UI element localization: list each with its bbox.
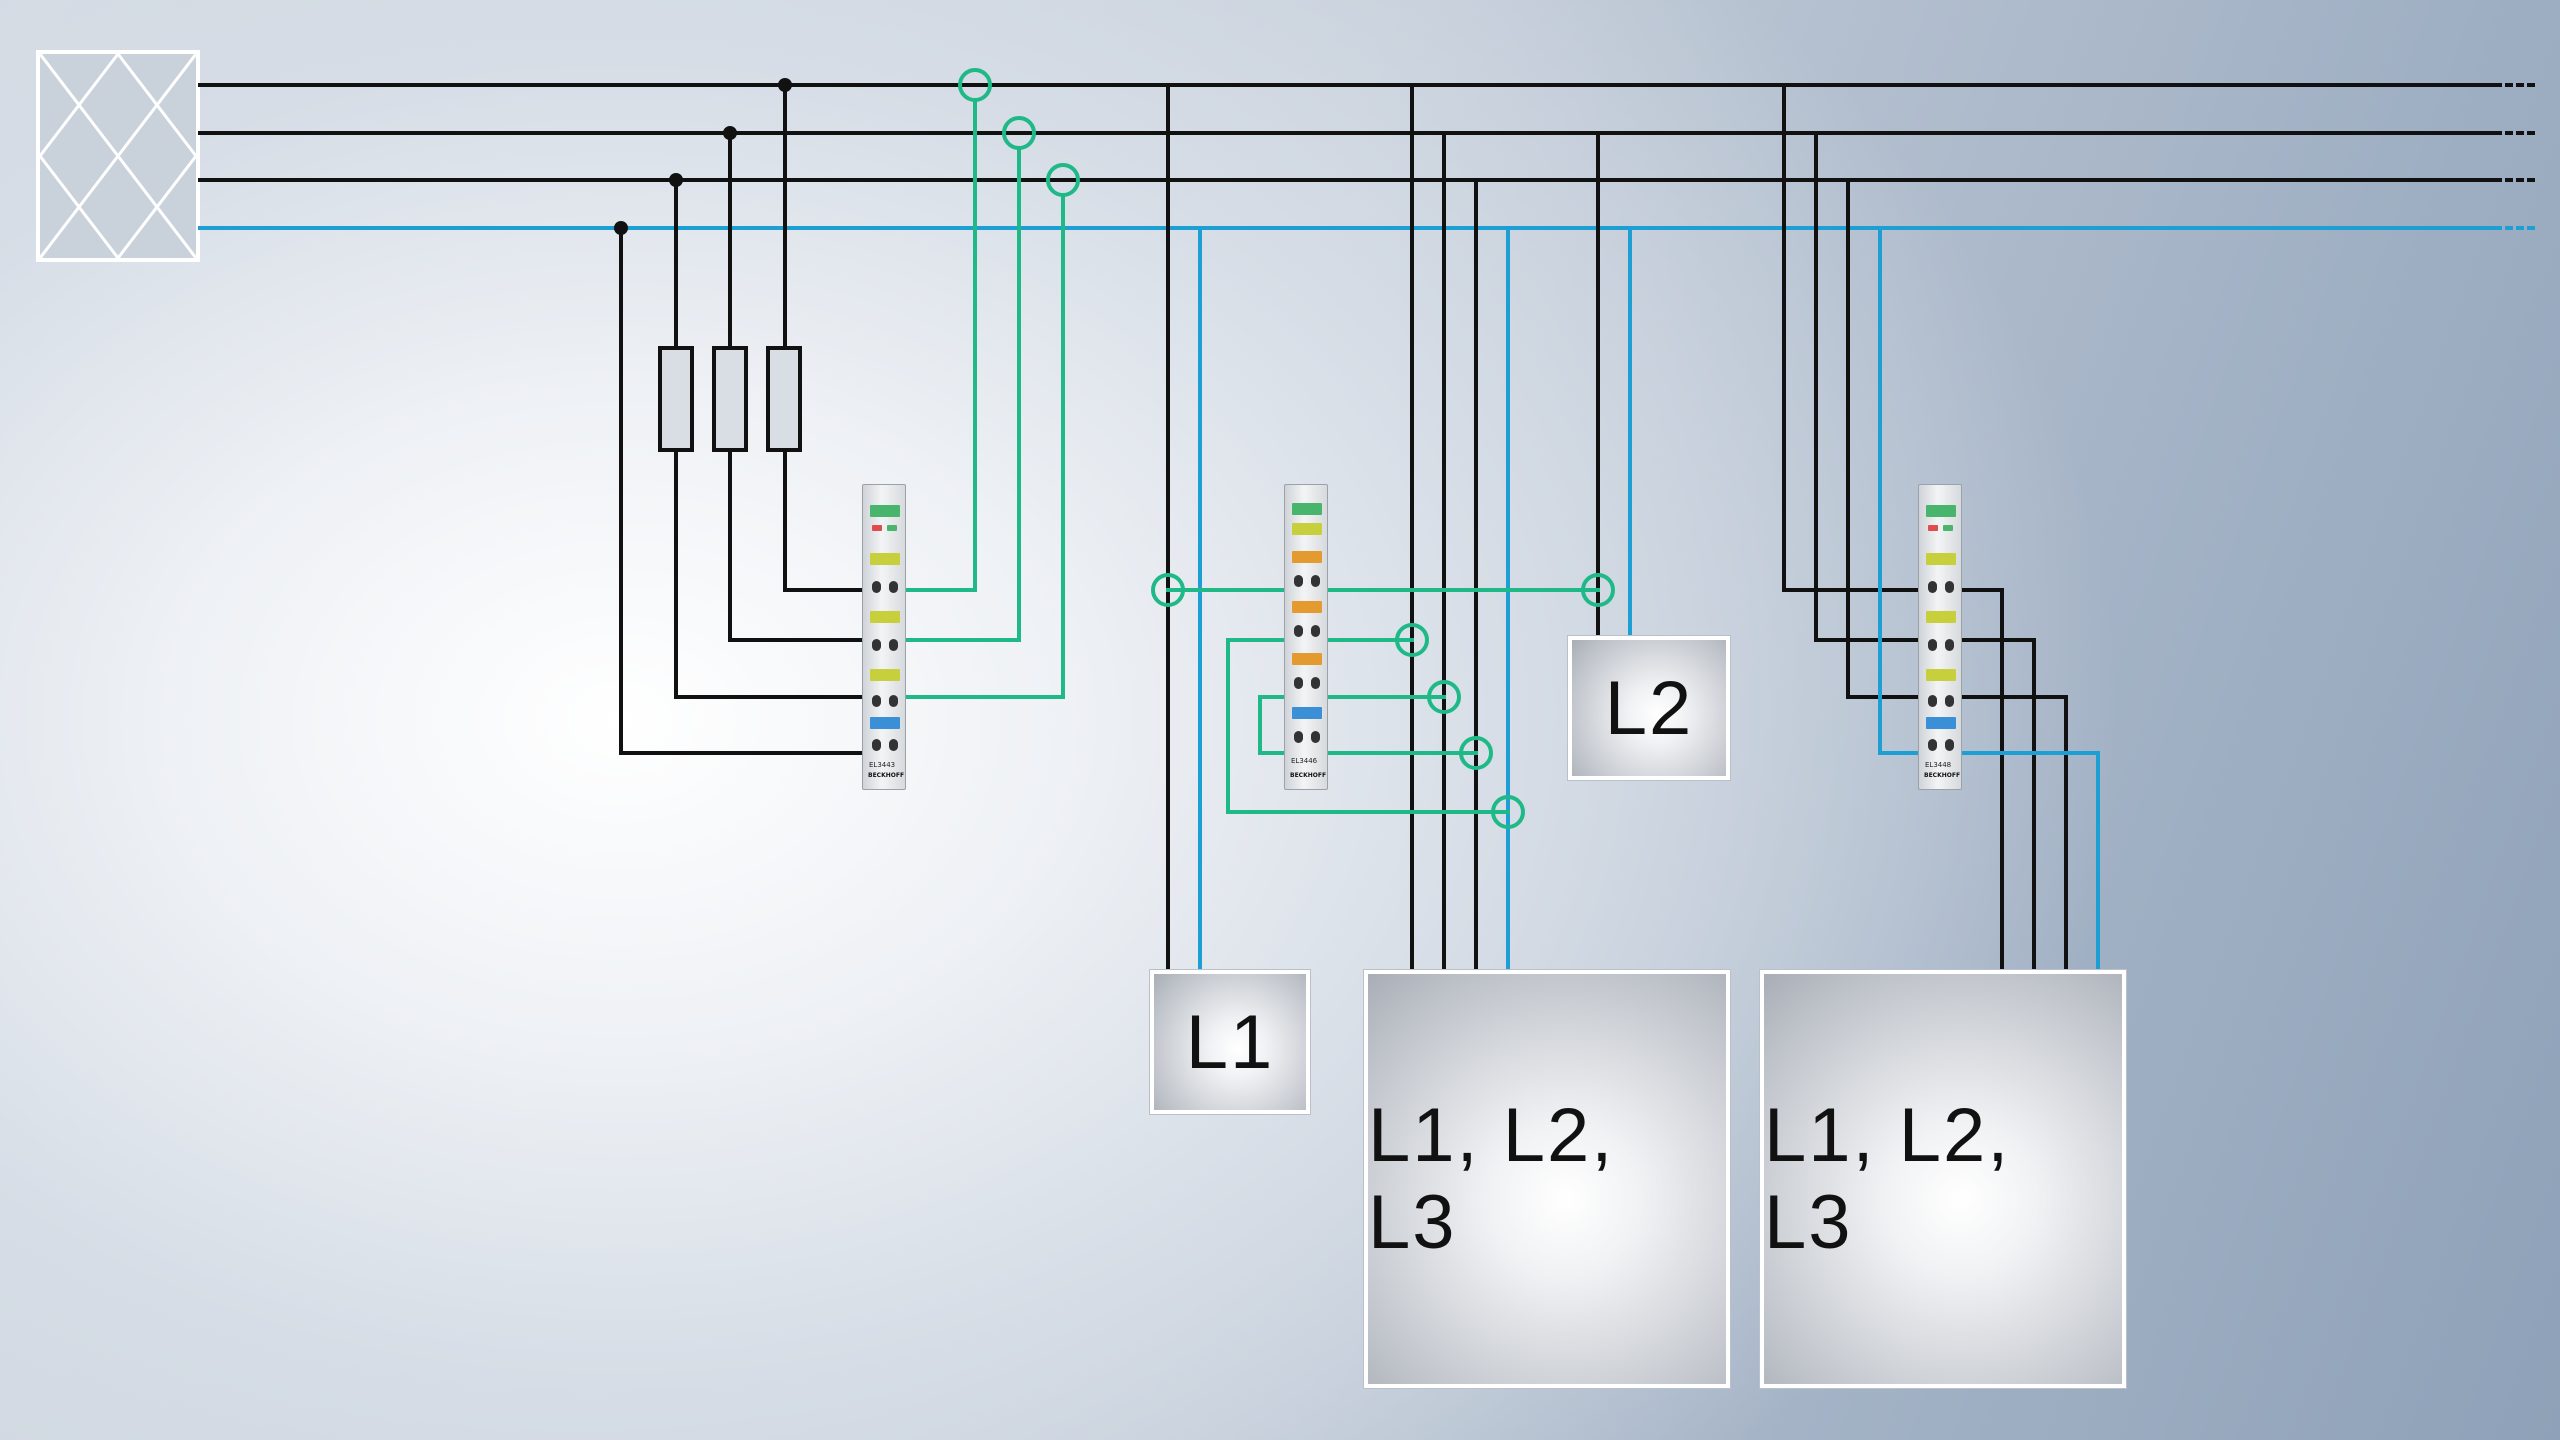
grid-supply-icon [36,50,200,262]
measurement-terminal-3: EL3448 BECKHOFF [1918,484,1962,790]
voltage-tap-l2 [728,131,880,642]
load-three-phase-1-box: L1, L2, L3 [1364,970,1730,1388]
current-transformer-9 [1491,795,1525,829]
fuse-3 [766,346,802,452]
terminal-type-label: EL3443 [869,761,896,769]
load-l2-box: L2 [1568,636,1730,780]
current-transformer-3 [1046,163,1080,197]
terminal-brand-label: BECKHOFF [1290,772,1327,779]
current-transformer-5 [1581,573,1615,607]
fuse-group [658,346,802,452]
measurement-terminal-2: EL3446 BECKHOFF [1284,484,1328,790]
load-label: L1 [1185,999,1275,1085]
load-label: L1, L2, L3 [1368,1093,1615,1265]
load-three-phase-2-box: L1, L2, L3 [1760,970,2126,1388]
current-transformer-4 [1151,573,1185,607]
fuse-2 [712,346,748,452]
current-transformer-1 [958,68,992,102]
fuse-1 [658,346,694,452]
load-l1-box: L1 [1150,970,1310,1114]
terminal-brand-label: BECKHOFF [1924,772,1961,779]
current-transformer-6 [1395,623,1429,657]
current-transformer-7 [1427,680,1461,714]
terminal-type-label: EL3448 [1925,761,1952,769]
voltage-tap-l1 [783,83,880,592]
current-transformer-8 [1459,736,1493,770]
terminal-type-label: EL3446 [1291,757,1318,765]
terminal-brand-label: BECKHOFF [868,772,905,779]
voltage-tap-n [619,226,880,755]
load-label: L2 [1604,665,1694,751]
current-transformer-2 [1002,116,1036,150]
load-label: L1, L2, L3 [1764,1093,2011,1265]
measurement-terminal-1: EL3443 BECKHOFF [862,484,906,790]
